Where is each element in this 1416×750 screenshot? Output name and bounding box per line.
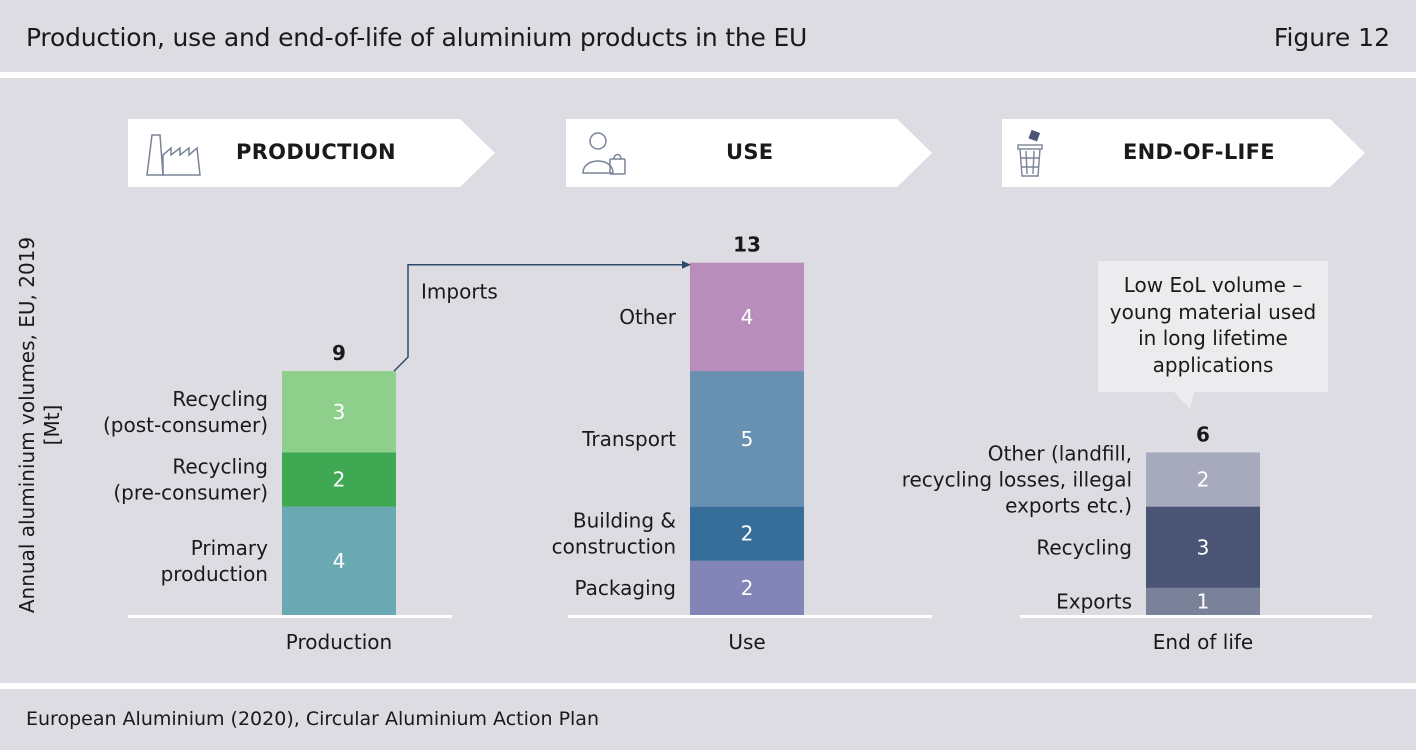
user-shopping-bag-icon (582, 132, 626, 175)
bar-segment-end-of-life-other-landfill-recycling-losses-illegal-exports-etc (1146, 452, 1260, 507)
segment-value-label: 3 (1197, 535, 1210, 559)
segment-value-label: 1 (1197, 589, 1210, 613)
bar-segment-use-packaging (690, 560, 804, 615)
imports-label: Imports (421, 280, 498, 304)
stage-banner-end-of-life: END-OF-LIFE (1002, 119, 1365, 187)
stage-banner-use: USE (566, 119, 932, 187)
bar-segment-end-of-life-recycling (1146, 506, 1260, 588)
bar-total-label: 9 (332, 341, 346, 365)
stage-label-end-of-life: END-OF-LIFE (1123, 140, 1275, 164)
header-divider (0, 72, 1416, 78)
callout-text: Low EoL volume – young material used in … (1098, 272, 1328, 378)
baseline-production (128, 615, 452, 618)
segment-label: Other (619, 305, 677, 329)
segment-label: recycling losses, illegal (902, 468, 1132, 492)
bar-total-label: 13 (733, 233, 761, 257)
bar-total-label: 6 (1196, 422, 1210, 446)
segment-label: Transport (581, 427, 676, 451)
segment-label: production (161, 562, 268, 586)
source-note: European Aluminium (2020), Circular Alum… (26, 708, 599, 730)
segment-label: Other (landfill, (988, 442, 1132, 466)
bar-segment-use-transport (690, 371, 804, 507)
segment-label: Recycling (1036, 535, 1132, 559)
segment-value-label: 2 (333, 468, 346, 492)
bar-segment-end-of-life-exports (1146, 587, 1260, 615)
callout-line: in long lifetime (1138, 326, 1288, 350)
stacked-bar-chart: 4Primaryproduction2Recycling(pre-consume… (103, 233, 1372, 654)
segment-value-label: 2 (741, 522, 754, 546)
trash-bin-icon (1017, 129, 1043, 177)
baseline-end-of-life (1020, 615, 1372, 618)
stage-label-use: USE (726, 140, 774, 164)
chart-title: Production, use and end-of-life of alumi… (26, 23, 808, 52)
stage-banner-production: PRODUCTION (128, 119, 495, 187)
callout-line: Low EoL volume – (1123, 273, 1303, 297)
imports-arrowhead (682, 260, 691, 269)
bar-segment-use-other (690, 262, 804, 372)
callout-line: young material used (1109, 299, 1317, 324)
bar-segment-use-building-construction (690, 506, 804, 561)
baseline-use (568, 615, 932, 618)
segment-label: Packaging (574, 576, 676, 600)
bar-segment-production-recycling-post-consumer (282, 371, 396, 453)
segment-label: exports etc.) (1005, 494, 1132, 518)
segment-value-label: 4 (741, 305, 754, 329)
footer-divider (0, 683, 1416, 689)
factory-icon (146, 134, 201, 176)
segment-label: Recycling (172, 387, 268, 411)
segment-label: Building & (573, 509, 676, 533)
segment-value-label: 2 (741, 576, 754, 600)
segment-label: Exports (1056, 589, 1132, 613)
stage-label-production: PRODUCTION (236, 140, 396, 164)
segment-label: Recycling (172, 455, 268, 479)
x-axis-category-label: Production (286, 630, 392, 654)
bar-segment-production-primary-production (282, 506, 396, 615)
segment-value-label: 2 (1197, 468, 1210, 492)
segment-value-label: 5 (741, 427, 754, 451)
header: Production, use and end-of-life of alumi… (0, 0, 1416, 74)
callout-line: applications (1152, 352, 1274, 377)
segment-label: construction (552, 535, 676, 559)
x-axis-category-label: End of life (1153, 630, 1253, 654)
imports-arrow-line (393, 263, 682, 372)
x-axis-category-label: Use (728, 630, 765, 654)
segment-label: Primary (191, 536, 268, 560)
figure-number: Figure 12 (1273, 23, 1390, 52)
segment-value-label: 4 (333, 549, 346, 573)
bar-segment-production-recycling-pre-consumer (282, 452, 396, 507)
segment-value-label: 3 (333, 400, 346, 424)
segment-label: (pre-consumer) (113, 481, 268, 505)
segment-label: (post-consumer) (103, 413, 268, 437)
callout-box: Low EoL volume – young material used in … (1098, 261, 1328, 409)
